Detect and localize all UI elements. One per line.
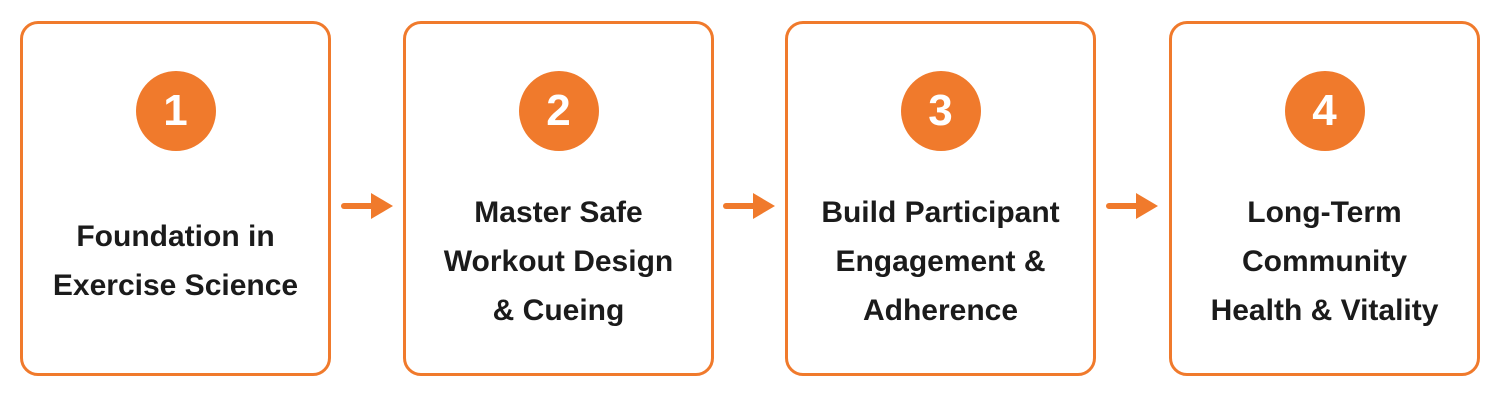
step-label-line: Workout Design	[443, 244, 674, 278]
step-label-line: & Cueing	[492, 293, 625, 327]
step-card-1: 1 Foundation in Exercise Science	[20, 21, 331, 376]
step-number-badge: 1	[135, 71, 216, 151]
step-label-line: Community	[1242, 244, 1407, 278]
step-label-line: Exercise Science	[52, 269, 299, 302]
step-label: Long-Term Community Health & Vitality	[1180, 169, 1469, 353]
step-label-line: Adherence	[862, 293, 1019, 327]
step-label-line: Foundation in	[76, 220, 275, 253]
step-label-line: Long-Term	[1247, 195, 1402, 229]
step-card-2: 2 Master Safe Workout Design & Cueing	[403, 21, 714, 376]
step-label-line: Build Participant	[821, 195, 1060, 229]
step-label-line: Health & Vitality	[1210, 293, 1439, 327]
step-label: Master Safe Workout Design & Cueing	[414, 169, 703, 353]
arrow-right-icon	[1106, 193, 1158, 219]
step-label-line: Master Safe	[474, 195, 643, 229]
step-card-4: 4 Long-Term Community Health & Vitality	[1169, 21, 1480, 376]
step-label: Build Participant Engagement & Adherence	[796, 169, 1085, 353]
arrow-right-icon	[723, 193, 775, 219]
step-number-badge: 2	[518, 71, 599, 151]
arrow-right-icon	[341, 193, 393, 219]
step-card-3: 3 Build Participant Engagement & Adheren…	[785, 21, 1096, 376]
step-label-line: Engagement &	[835, 244, 1046, 278]
step-number-badge: 3	[900, 71, 981, 151]
step-number-badge: 4	[1284, 71, 1365, 151]
step-label: Foundation in Exercise Science	[31, 169, 320, 353]
